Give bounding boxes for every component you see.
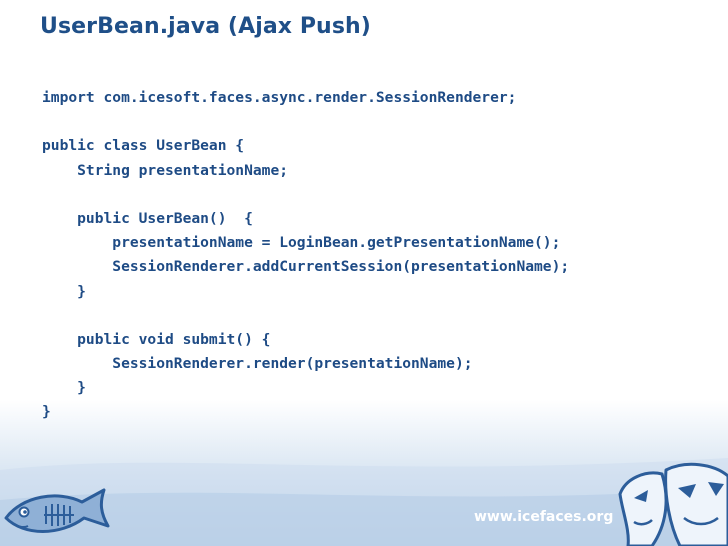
- glassfish-fish-icon: [4, 488, 110, 533]
- code-line: [42, 304, 569, 328]
- code-line: public class UserBean {: [42, 137, 245, 155]
- code-line: presentationName = LoginBean.getPresenta…: [42, 234, 561, 252]
- code-line: SessionRenderer.addCurrentSession(presen…: [42, 258, 570, 276]
- code-line: public void submit() {: [42, 330, 271, 348]
- slide-title: UserBean.java (Ajax Push): [40, 14, 371, 39]
- code-line: String presentationName;: [42, 161, 289, 179]
- code-line: [42, 183, 569, 207]
- code-line: SessionRenderer.render(presentationName)…: [42, 355, 473, 373]
- code-line: public UserBean() {: [42, 209, 253, 227]
- code-line: }: [42, 282, 86, 300]
- footer-wave-decoration: [0, 458, 728, 546]
- code-line: import com.icesoft.faces.async.render.Se…: [42, 89, 517, 106]
- code-block: import com.icesoft.faces.async.render.Se…: [42, 86, 569, 425]
- icefaces-masks-icon: [618, 462, 728, 546]
- code-line: }: [42, 379, 86, 397]
- code-line: }: [42, 403, 51, 421]
- footer-url-link[interactable]: www.icefaces.org: [474, 509, 614, 525]
- code-line: [42, 110, 569, 134]
